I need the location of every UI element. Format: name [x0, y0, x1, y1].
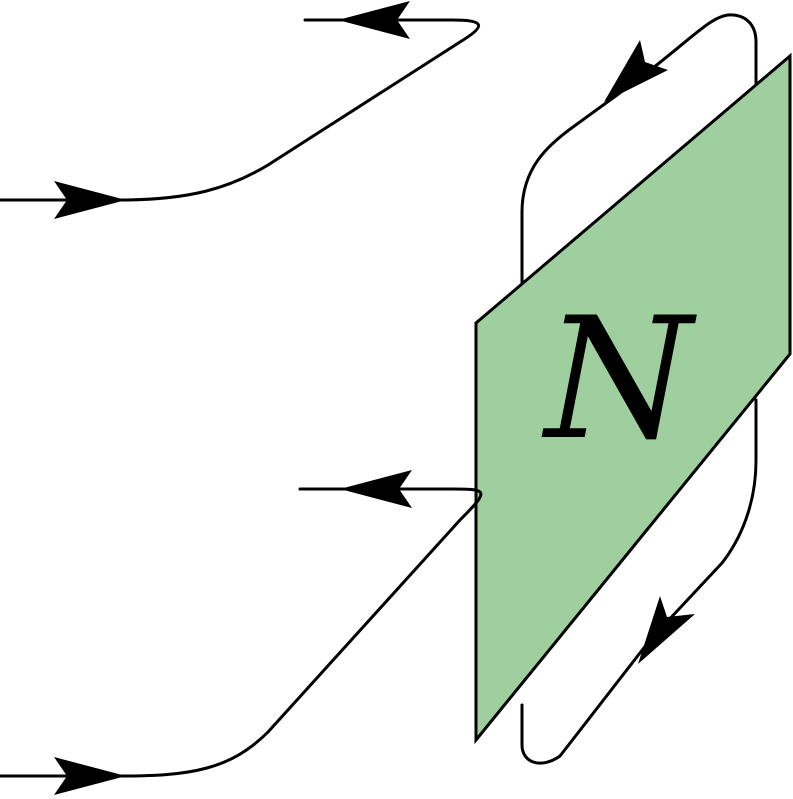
loop-strand-back — [520, 93, 619, 284]
loop-top-arrow — [604, 40, 668, 102]
upper-strand-in-arrow — [54, 181, 126, 219]
green-parallelogram-sheet — [474, 52, 792, 745]
loop-bottom-arrow — [638, 596, 695, 664]
lower-strand-in-arrow — [54, 757, 126, 795]
loop-strand-back-lower — [520, 638, 652, 765]
lower-strand — [0, 487, 483, 778]
upper-strand-out-arrow — [338, 1, 410, 39]
sheet-label: N — [541, 281, 697, 477]
lower-strand-out-arrow — [340, 470, 412, 508]
upper-strand — [0, 18, 481, 202]
loop-strand-front-top — [615, 13, 758, 97]
loop-strand-front-bottom — [648, 398, 758, 642]
